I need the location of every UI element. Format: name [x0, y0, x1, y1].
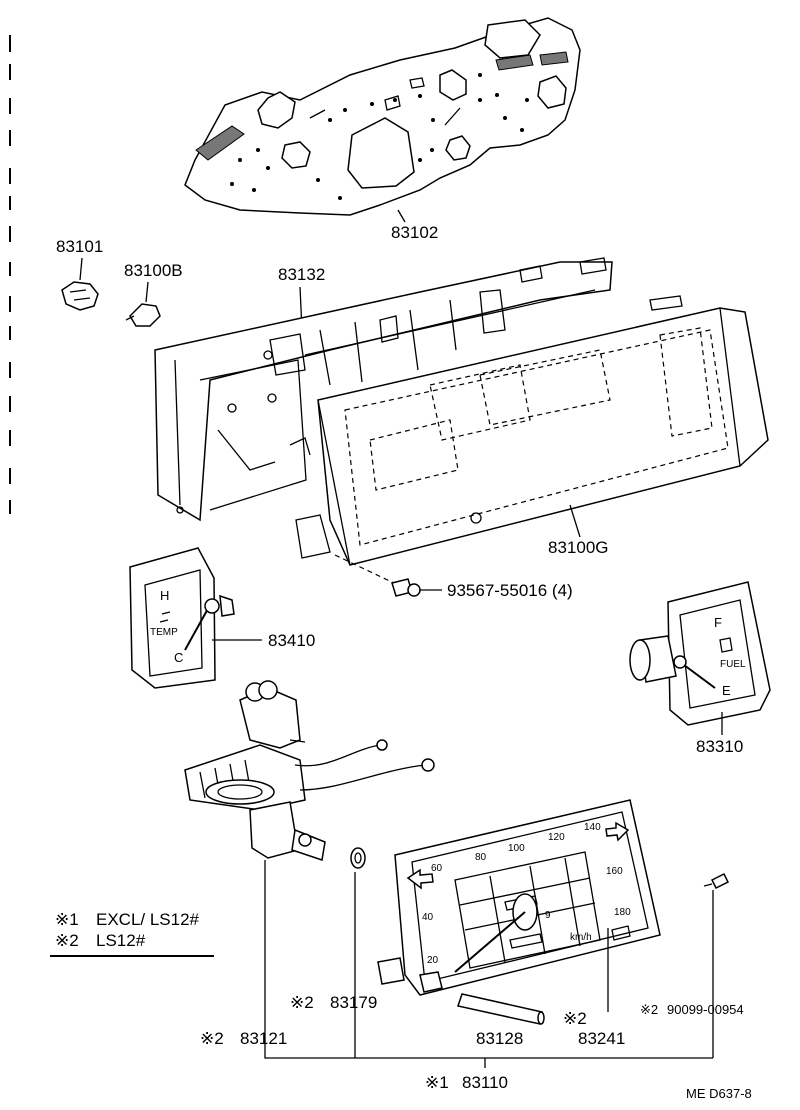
speed-tick-60: 60: [431, 863, 443, 874]
legend-text-1: EXCL/ LS12#: [96, 910, 200, 929]
label-83128: 83128: [476, 1029, 523, 1048]
speedometer-83241: 20 40 60 80 100 120 140 160 180 km/h 9: [377, 799, 661, 996]
temp-label: TEMP: [150, 627, 178, 638]
turn-right-arrow-icon: [605, 821, 630, 842]
speedometer-cable-83128: [457, 993, 545, 1025]
fuel-label: FUEL: [720, 659, 746, 670]
label-mark-83121: ※2: [200, 1029, 224, 1048]
label-83110: 83110: [462, 1073, 508, 1092]
legend-mark-2: ※2: [55, 931, 79, 950]
speed-tick-40: 40: [422, 912, 434, 923]
speed-tick-100: 100: [508, 843, 525, 854]
label-mark-90099: ※2: [640, 1002, 658, 1017]
fuel-gauge-83310: F E FUEL: [629, 581, 771, 726]
turn-left-arrow-icon: [406, 868, 434, 890]
fuel-empty-mark: E: [722, 683, 731, 698]
temp-cold-mark: C: [174, 650, 183, 665]
label-83310: 83310: [696, 737, 743, 756]
label-83121: 83121: [240, 1029, 287, 1048]
washer-83179: [350, 847, 366, 869]
label-90099: 90099-00954: [667, 1002, 744, 1017]
legend: ※1 EXCL/ LS12# ※2 LS12#: [50, 910, 214, 957]
label-83100g: 83100G: [548, 538, 609, 557]
speed-unit: km/h: [570, 932, 592, 943]
label-83100b: 83100B: [124, 261, 183, 280]
speedometer-drive-assembly: [184, 680, 435, 861]
label-83102: 83102: [391, 223, 438, 242]
plate-holes: [230, 73, 529, 200]
label-83101: 83101: [56, 237, 103, 256]
speed-tick-20: 20: [427, 955, 439, 966]
fuel-full-mark: F: [714, 615, 722, 630]
label-mark-83179: ※2: [290, 993, 314, 1012]
label-83241: 83241: [578, 1029, 625, 1048]
label-mark-83110: ※1: [425, 1073, 449, 1092]
printed-circuit-plate-83102: [184, 17, 581, 216]
speed-tick-120: 120: [548, 832, 565, 843]
screw-90099: [703, 872, 730, 890]
label-mark-83241: ※2: [563, 1009, 587, 1028]
label-83410: 83410: [268, 631, 315, 650]
speed-tick-160: 160: [606, 866, 623, 877]
label-93567: 93567-55016 (4): [447, 581, 573, 600]
speed-tick-140: 140: [584, 822, 601, 833]
label-83132: 83132: [278, 265, 325, 284]
temperature-gauge-83410: H C TEMP: [129, 547, 235, 689]
legend-text-2: LS12#: [96, 931, 146, 950]
bulb-socket-83101: [61, 281, 99, 311]
label-83179: 83179: [330, 993, 377, 1012]
meter-glass-83100g: [295, 295, 769, 566]
speed-tick-180: 180: [614, 907, 631, 918]
odo-digit: 9: [545, 910, 551, 921]
legend-mark-1: ※1: [55, 910, 79, 929]
screw-93567: [391, 578, 421, 597]
meter-case-83132: [154, 257, 613, 522]
bulb-83100b: [125, 303, 161, 327]
drawing-code: ME D637-8: [686, 1086, 752, 1101]
speed-tick-80: 80: [475, 852, 487, 863]
temp-hot-mark: H: [160, 588, 169, 603]
